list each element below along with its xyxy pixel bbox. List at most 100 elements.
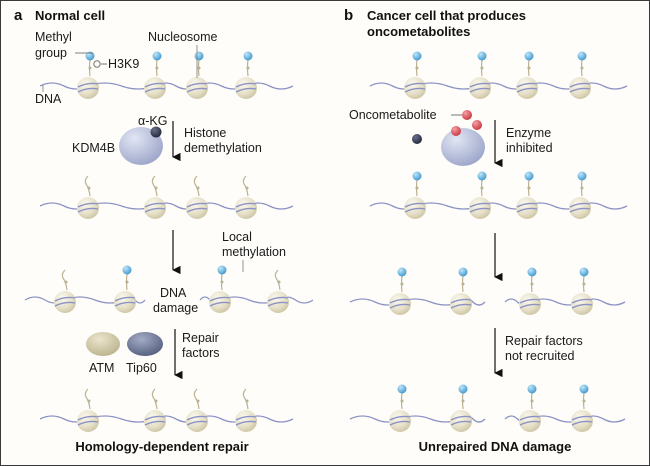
histone-core [571,410,593,432]
histone-core [267,291,289,313]
dna-wrap [516,207,538,213]
h3k9-label: H3K9 [108,57,139,71]
nucleosome-icon [186,175,208,219]
methyl-group-label-1: Methyl [35,30,72,44]
histone-core [389,410,411,432]
methyl-group-icon [458,267,468,277]
dna-wrap [469,202,491,208]
oncometabolite-icon [451,126,461,136]
dna-wrap [267,301,289,307]
histone-core [144,410,166,432]
nucleosome-icon [144,51,166,99]
histone-tail-node [220,280,224,284]
dna-wrap [569,207,591,213]
histone-tail [84,175,91,197]
nucleosomes [54,51,593,432]
dna-wrap [519,298,541,304]
methyl-group-icon [477,171,487,181]
histone-core [114,291,136,313]
histone-demethylation-label-1: Histone [184,126,226,140]
methyl-group-icon [152,51,162,61]
dna-wrap [569,82,591,88]
histone-tail-node [527,186,531,190]
nucleosome-icon [77,175,99,219]
alpha-kg-icon [150,126,162,138]
methyl-group-icon [217,265,227,275]
dna-wrap [235,420,257,426]
methyl-group-icon [527,384,537,394]
methyl-group-icon [579,384,589,394]
dna-wrap [516,87,538,93]
histone-tail-node [277,280,281,284]
histone-tail-node [196,399,200,403]
dna-wrap [235,82,257,88]
dna-wrap [186,420,208,426]
histone-tail-node [580,186,584,190]
dna-wrap [469,207,491,213]
histone-core [571,293,593,315]
nucleosome-icon [267,269,289,313]
histone-tail-node [415,66,419,70]
nucleosome-icon [186,51,208,99]
oncometabolite-label: Oncometabolite [349,108,437,122]
nucleosome-icon [235,388,257,432]
panel-b-title-2: oncometabolites [367,24,470,39]
dna-wrap [450,298,472,304]
histone-tail [193,388,200,410]
histone-core [77,410,99,432]
nucleosome-icon [516,51,538,99]
methyl-group-icon [85,51,95,61]
methyl-group-icon [194,51,204,61]
histone-tail [61,269,68,291]
histone-tail-node [400,282,404,286]
histone-tail [193,175,200,197]
histone-tail-node [197,66,201,70]
dna-wrap [235,202,257,208]
nucleosome-icon [569,171,591,219]
histone-core [186,410,208,432]
histone-core [54,291,76,313]
histone-tail [242,388,249,410]
histone-core [569,77,591,99]
histone-tail-node [245,186,249,190]
panel-a-letter: a [14,7,23,24]
tip60-label: Tip60 [126,361,157,375]
dna-wrap [209,296,231,302]
dna-wrap [569,202,591,208]
histone-core [186,197,208,219]
displaced-alpha-kg-icon [412,134,422,144]
histone-core [569,197,591,219]
dna-wrap [114,301,136,307]
histone-core [235,197,257,219]
repair-not-recruited-label-1: Repair factors [505,334,583,348]
histone-core [516,77,538,99]
dna-wrap [144,87,166,93]
tip60-protein-icon [127,332,163,356]
dna-wrap [389,420,411,426]
methyl-group-icon [243,51,253,61]
histone-tail-node [64,280,68,284]
histone-tail-node [582,399,586,403]
oncometabolite-icon [462,110,472,120]
nucleosome-icon [144,175,166,219]
dna-wrap [571,298,593,304]
histone-tail-node [88,66,92,70]
histone-tail [242,175,249,197]
histone-core [77,77,99,99]
histone-core [450,410,472,432]
histone-tail [151,175,158,197]
dna-wrap [519,420,541,426]
nucleosome-icon [469,51,491,99]
dna-wrap [519,303,541,309]
dna-wrap [571,303,593,309]
nucleosome-icon [77,51,99,99]
histone-core [469,77,491,99]
h3k9-marker [93,60,101,68]
dna-wrap [569,87,591,93]
methyl-group-icon [397,267,407,277]
nucleosome-icon [209,265,231,313]
dna-wrap [186,87,208,93]
local-methylation-label-2: methylation [222,245,286,259]
